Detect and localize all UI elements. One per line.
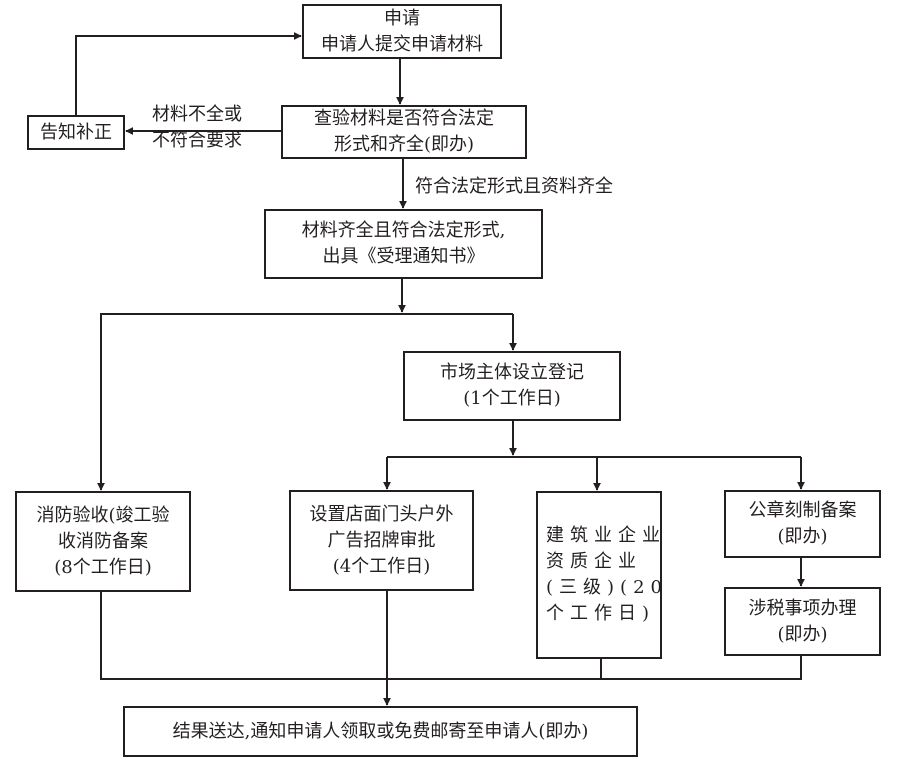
node-tax: 涉税事项办理 (即办)	[724, 587, 881, 656]
edge-split-fire	[97, 313, 513, 491]
edge-label-incomplete-line-1: 材料不全或	[152, 104, 242, 125]
node-apply: 申请 申请人提交申请材料	[302, 4, 502, 59]
node-check-line-2: 形式和齐全(即办)	[333, 134, 475, 155]
node-register-line-2: (1个工作日)	[463, 388, 561, 409]
node-seal: 公章刻制备案 (即办)	[724, 490, 881, 558]
node-fire: 消防验收(竣工验 收消防备案 (8个工作日)	[15, 491, 191, 592]
node-seal-line-2: (即办)	[777, 526, 828, 547]
node-seal-line-1: 公章刻制备案	[748, 500, 857, 521]
node-sign: 设置店面门头户外 广告招牌审批 (4个工作日)	[289, 490, 474, 591]
node-accept-line-1: 材料齐全且符合法定形式,	[301, 220, 506, 241]
node-construction: 建筑业企业 资质企业 (三级)(20 个工作日)	[536, 491, 662, 659]
node-apply-line-2: 申请人提交申请材料	[321, 33, 483, 55]
node-sign-line-1: 设置店面门头户外	[309, 503, 454, 525]
edge-label-incomplete-line-2: 不符合要求	[152, 130, 242, 151]
node-fire-line-2: 收消防备案	[58, 530, 148, 552]
edge-merge-bus	[100, 591, 802, 680]
edge-label-complete: 符合法定形式且资料齐全	[415, 176, 613, 197]
node-result: 结果送达,通知申请人领取或免费邮寄至申请人(即办)	[123, 706, 638, 757]
node-tax-line-2: (即办)	[777, 623, 828, 645]
node-accept: 材料齐全且符合法定形式, 出具《受理通知书》	[264, 209, 543, 279]
node-notify-fix: 告知补正	[27, 115, 125, 150]
node-check: 查验材料是否符合法定 形式和齐全(即办)	[281, 105, 527, 159]
node-construction-line-1: 建筑业企业	[546, 525, 666, 546]
node-fire-line-1: 消防验收(竣工验	[36, 504, 170, 526]
node-register-line-1: 市场主体设立登记	[440, 362, 584, 383]
edge-label-incomplete: 材料不全或 不符合要求	[152, 102, 242, 154]
node-construction-line-2: 资质企业	[546, 551, 642, 572]
node-register: 市场主体设立登记 (1个工作日)	[403, 351, 621, 421]
node-construction-line-3: (三级)(20	[546, 577, 668, 598]
node-notify-fix-line-1: 告知补正	[40, 121, 112, 143]
node-result-line-1: 结果送达,通知申请人领取或免费邮寄至申请人(即办)	[172, 720, 589, 742]
node-sign-line-2: 广告招牌审批	[327, 529, 436, 551]
node-construction-line-4: 个工作日)	[546, 603, 656, 624]
node-apply-line-1: 申请	[384, 7, 420, 29]
node-check-line-1: 查验材料是否符合法定	[314, 108, 494, 129]
node-fire-line-3: (8个工作日)	[54, 556, 152, 578]
node-sign-line-3: (4个工作日)	[332, 555, 431, 577]
node-tax-line-1: 涉税事项办理	[748, 597, 857, 619]
node-accept-line-2: 出具《受理通知书》	[322, 246, 485, 267]
edge-notify-apply	[75, 32, 302, 116]
